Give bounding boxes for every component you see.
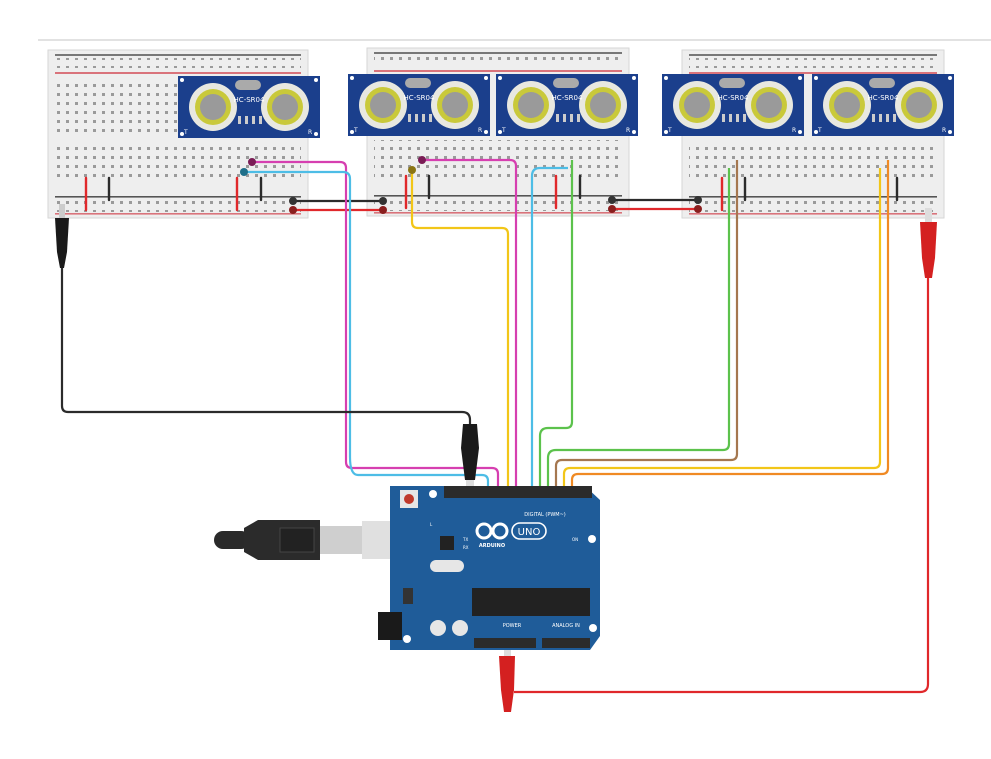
sensor-pin-left-label: T bbox=[183, 129, 188, 136]
alligator-clip-red-arduino bbox=[499, 644, 515, 712]
sensor-label: HC-SR04 bbox=[552, 94, 583, 102]
wire-magenta-2 bbox=[422, 158, 518, 490]
alligator-clip-black-arduino bbox=[461, 424, 479, 494]
digital-label: DIGITAL (PWM~) bbox=[524, 512, 566, 518]
brand-label: ARDUINO bbox=[479, 543, 505, 549]
arduino-logo bbox=[475, 522, 509, 540]
wire-power-red bbox=[514, 276, 930, 694]
sensor-pin-right-label: R bbox=[942, 127, 946, 134]
sensor-pin-right-label: R bbox=[626, 127, 630, 134]
sensor-label: HC-SR04 bbox=[718, 94, 749, 102]
rail-bridge-ends bbox=[289, 196, 702, 214]
wire-yellow-1 bbox=[410, 170, 510, 490]
on-label: ON bbox=[572, 537, 578, 542]
uno-label: UNO bbox=[518, 527, 541, 538]
digital-header bbox=[444, 486, 592, 498]
sensor-pin-right-label: R bbox=[308, 129, 312, 136]
wire-cyan-2 bbox=[530, 166, 568, 490]
breadboard-jumpers bbox=[84, 174, 899, 212]
sensor-label: HC-SR04 bbox=[404, 94, 435, 102]
wire-orange-1 bbox=[570, 160, 890, 490]
sensor-pin-left-label: T bbox=[667, 127, 672, 134]
rail-bridge-wires bbox=[293, 198, 698, 212]
arduino-uno-board: UNO ARDUINO DIGITAL (PWM~) POWER ANALOG … bbox=[378, 486, 600, 650]
wire-ends bbox=[240, 156, 426, 176]
wire-brown-1 bbox=[554, 160, 739, 490]
wire-ground-black bbox=[60, 264, 472, 430]
alligator-clip-red bbox=[920, 208, 937, 278]
analog-label: ANALOG IN bbox=[552, 623, 580, 629]
signal-wires bbox=[60, 158, 930, 694]
sensor-pin-right-label: R bbox=[478, 127, 482, 134]
uno-badge bbox=[511, 522, 547, 540]
power-header bbox=[474, 638, 536, 648]
led-tx-label: TX bbox=[462, 537, 468, 542]
wire-green-1 bbox=[538, 160, 574, 490]
wire-magenta-1 bbox=[252, 160, 500, 490]
sensor-pin-left-label: T bbox=[353, 127, 358, 134]
wire-cyan-1b bbox=[244, 170, 490, 490]
analog-header bbox=[542, 638, 590, 648]
sensor-pin-left-label: T bbox=[501, 127, 506, 134]
power-label: POWER bbox=[503, 623, 522, 629]
alligator-clip-black bbox=[55, 204, 69, 268]
usb-cable bbox=[214, 520, 390, 560]
led-rx-label: RX bbox=[463, 545, 469, 550]
wire-yellow-2 bbox=[562, 168, 882, 490]
sensor-pin-left-label: T bbox=[817, 127, 822, 134]
sensor-label: HC-SR04 bbox=[868, 94, 899, 102]
wire-green-2 bbox=[546, 168, 731, 490]
sensor-pin-right-label: R bbox=[792, 127, 796, 134]
sensor-label: HC-SR04 bbox=[234, 96, 265, 104]
led-l-label: L bbox=[430, 522, 433, 527]
